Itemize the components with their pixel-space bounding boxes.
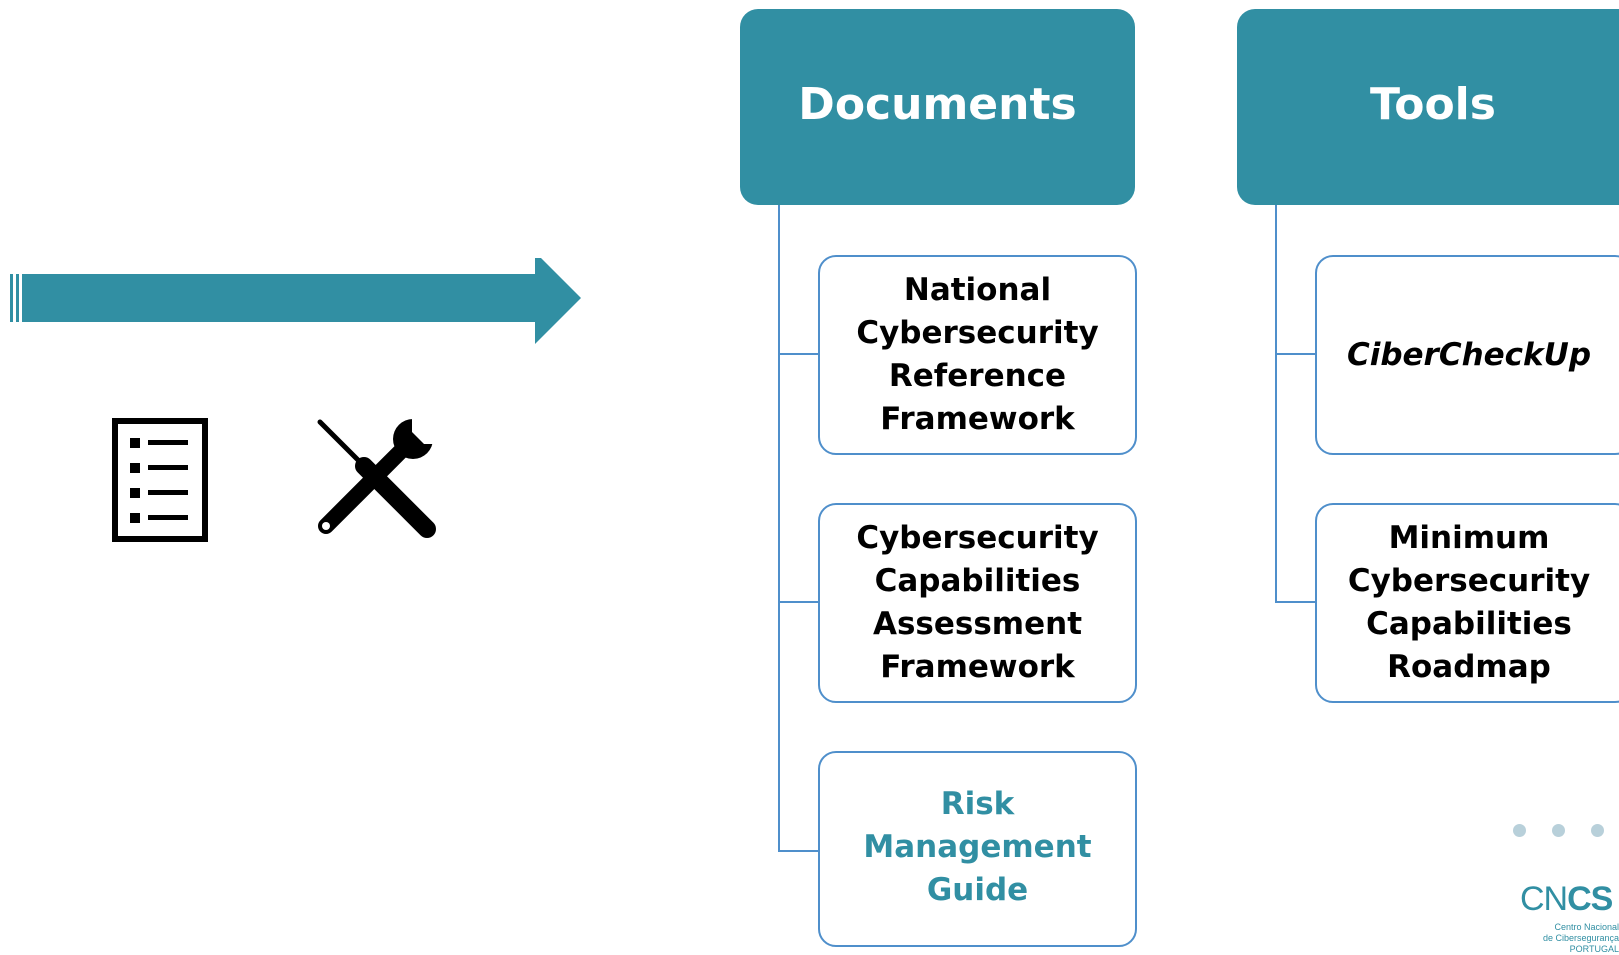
checklist-icon: [112, 418, 208, 542]
tools-connector-1: [1275, 353, 1315, 355]
card-line: National: [903, 272, 1052, 308]
tools-connector-2: [1275, 601, 1315, 603]
documents-title: Documents: [798, 78, 1077, 130]
tools-connector-trunk: [1275, 205, 1277, 603]
card-line: Framework: [880, 649, 1075, 685]
decorative-dot: [1513, 824, 1526, 837]
arrow-right-icon: [10, 258, 581, 344]
card-line: Capabilities: [874, 563, 1081, 599]
document-card-risk-management-guide: Risk Management Guide: [818, 751, 1137, 947]
card-line: Cybersecurity: [1347, 563, 1591, 599]
card-line: Framework: [880, 401, 1075, 437]
card-line: CiberCheckUp: [1346, 336, 1592, 373]
tools-title: Tools: [1370, 78, 1496, 130]
logo-suffix: CS: [1567, 880, 1613, 918]
logo-prefix: CN: [1520, 880, 1568, 918]
logo-subtitle-line: PORTUGAL: [1569, 944, 1619, 954]
card-line: Cybersecurity: [856, 315, 1099, 351]
tool-card-cibercheckup: CiberCheckUp: [1315, 255, 1619, 455]
card-line: Assessment: [872, 606, 1083, 642]
logo-subtitle-line: Centro Nacional: [1554, 922, 1619, 932]
document-card-assessment-framework: Cybersecurity Capabilities Assessment Fr…: [818, 503, 1137, 703]
tools-header: Tools: [1237, 9, 1619, 205]
decorative-dot: [1552, 824, 1565, 837]
card-line: Capabilities: [1366, 606, 1572, 642]
documents-connector-trunk: [778, 205, 780, 852]
documents-connector-2: [778, 601, 818, 603]
tools-icon: [317, 414, 442, 538]
card-line: Cybersecurity: [856, 520, 1099, 556]
card-line: Management: [863, 828, 1092, 865]
card-line: Roadmap: [1387, 649, 1551, 685]
card-line: Reference: [888, 358, 1067, 394]
decorative-dot: [1591, 824, 1604, 837]
tool-card-roadmap: Minimum Cybersecurity Capabilities Roadm…: [1315, 503, 1619, 703]
documents-header: Documents: [740, 9, 1135, 205]
logo-subtitle-line: de Cibersegurança: [1542, 933, 1619, 943]
card-line: Minimum: [1388, 520, 1550, 556]
documents-connector-3: [778, 850, 818, 852]
card-line: Risk: [940, 785, 1015, 822]
logo-subtitle: Centro Nacional de Cibersegurança PORTUG…: [1530, 922, 1619, 955]
cncs-logo: CNCS: [1520, 880, 1613, 919]
document-card-reference-framework: National Cybersecurity Reference Framewo…: [818, 255, 1137, 455]
documents-connector-1: [778, 353, 818, 355]
card-line: Guide: [926, 871, 1029, 908]
